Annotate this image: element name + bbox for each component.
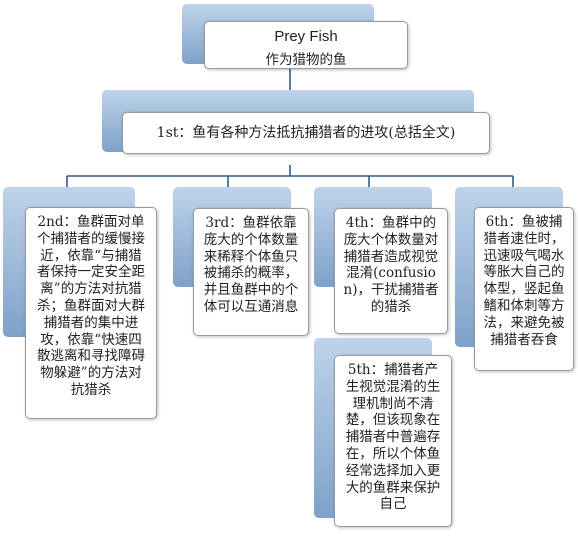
level1-text: 1st：鱼有各种方法抵抗捕猎者的进攻(总括全文) (156, 125, 456, 141)
node-4th-text: 4th：鱼群中的庞大个体数量对捕猎者造成视觉混淆(confusion)，干扰捕猎… (343, 215, 439, 315)
root-title: Prey Fish (274, 28, 338, 45)
node-6th: 6th：鱼被捕猎者逮住时，迅速吸气喝水等胀大自己的体型，竖起鱼鳍和体刺等方法，来… (474, 207, 574, 371)
root-node: Prey Fish 作为猎物的鱼 (204, 21, 408, 69)
node-3rd: 3rd：鱼群依靠庞大的个体数量来稀释个体鱼只被捕杀的概率，并且鱼群中的个体可以互… (193, 208, 309, 336)
node-5th-text: 5th：捕猎者产生视觉混淆的生理机制尚不清楚，但该现象在捕猎者中普遍存在，所以个… (345, 362, 441, 513)
root-subtitle: 作为猎物的鱼 (265, 52, 347, 68)
node-2nd-text: 2nd：鱼群面对单个捕猎者的缓慢接近，依靠“与捕猎者保持一定安全距离”的方法对抗… (37, 214, 145, 398)
node-5th: 5th：捕猎者产生视觉混淆的生理机制尚不清楚，但该现象在捕猎者中普遍存在，所以个… (334, 355, 452, 527)
node-4th: 4th：鱼群中的庞大个体数量对捕猎者造成视觉混淆(confusion)，干扰捕猎… (334, 208, 448, 334)
level1-node: 1st：鱼有各种方法抵抗捕猎者的进攻(总括全文) (122, 112, 490, 154)
node-2nd: 2nd：鱼群面对单个捕猎者的缓慢接近，依靠“与捕猎者保持一定安全距离”的方法对抗… (25, 207, 157, 419)
node-3rd-text: 3rd：鱼群依靠庞大的个体数量来稀释个体鱼只被捕杀的概率，并且鱼群中的个体可以互… (203, 215, 299, 315)
node-6th-text: 6th：鱼被捕猎者逮住时，迅速吸气喝水等胀大自己的体型，竖起鱼鳍和体刺等方法，来… (483, 214, 565, 348)
